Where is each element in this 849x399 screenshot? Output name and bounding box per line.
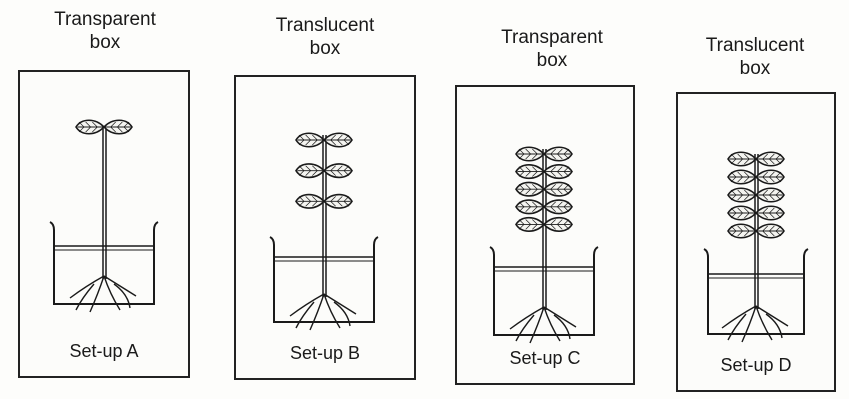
setup-c-title: Transparent box: [501, 27, 603, 71]
root: [543, 306, 577, 328]
leaf: [754, 187, 785, 203]
leaf: [515, 164, 546, 180]
setup-b-box: Set-up B: [234, 75, 416, 380]
leaf: [322, 193, 353, 209]
leaf: [754, 223, 785, 239]
root: [323, 293, 357, 315]
stem: [542, 149, 547, 310]
leaf: [727, 223, 758, 239]
setup-c-plant-diagram: [489, 146, 599, 344]
beaker: [49, 221, 159, 305]
root: [89, 275, 105, 313]
root: [75, 283, 95, 311]
setup-d-plant-diagram: [703, 151, 809, 343]
leaf: [542, 181, 573, 197]
setup-c-box: Set-up C: [455, 85, 635, 385]
root: [553, 314, 571, 340]
setup-d-box: Set-up D: [676, 92, 836, 392]
leaf: [542, 146, 573, 162]
leaf: [295, 163, 326, 179]
beaker: [703, 248, 809, 335]
root: [543, 306, 561, 342]
setup-d-label: Set-up D: [720, 355, 792, 375]
leaf: [542, 199, 573, 215]
root: [721, 305, 757, 329]
leaf: [75, 119, 106, 135]
leaf: [102, 119, 133, 135]
leaf: [727, 205, 758, 221]
root: [741, 305, 757, 343]
beaker: [489, 246, 599, 336]
stem: [322, 135, 327, 297]
leaf: [515, 216, 546, 232]
setup-d-title: Translucent box: [705, 35, 805, 79]
root: [765, 313, 783, 339]
leaf: [322, 163, 353, 179]
root: [755, 305, 773, 341]
leaf: [754, 205, 785, 221]
setup-a-plant-diagram: [49, 119, 159, 313]
leaf: [727, 151, 758, 167]
root: [295, 301, 315, 329]
root: [69, 275, 105, 299]
setup-b-plant-diagram: [269, 132, 379, 331]
setup-a-title: Transparent box: [54, 9, 156, 53]
leaf: [515, 146, 546, 162]
setup-b-title: Translucent box: [275, 15, 375, 59]
stem: [102, 127, 107, 279]
root: [289, 293, 325, 317]
root: [113, 283, 131, 309]
beaker: [269, 236, 379, 323]
leaf: [322, 132, 353, 148]
root: [727, 313, 747, 341]
root: [515, 314, 535, 342]
leaf: [542, 164, 573, 180]
leaf: [515, 181, 546, 197]
root: [333, 301, 351, 327]
leaf: [295, 132, 326, 148]
root: [103, 275, 137, 297]
root: [509, 306, 545, 330]
root: [529, 306, 545, 344]
leaf: [515, 199, 546, 215]
root: [309, 293, 325, 331]
setup-a-box: Set-up A: [18, 70, 190, 378]
setup-b-label: Set-up B: [289, 343, 361, 363]
root: [323, 293, 341, 329]
root: [103, 275, 121, 311]
setup-a-label: Set-up A: [69, 341, 139, 361]
leaf: [727, 169, 758, 185]
leaf: [754, 169, 785, 185]
setup-c-label: Set-up C: [509, 348, 581, 368]
leaf: [754, 151, 785, 167]
root: [755, 305, 789, 327]
leaf: [542, 216, 573, 232]
leaf: [295, 193, 326, 209]
leaf: [727, 187, 758, 203]
